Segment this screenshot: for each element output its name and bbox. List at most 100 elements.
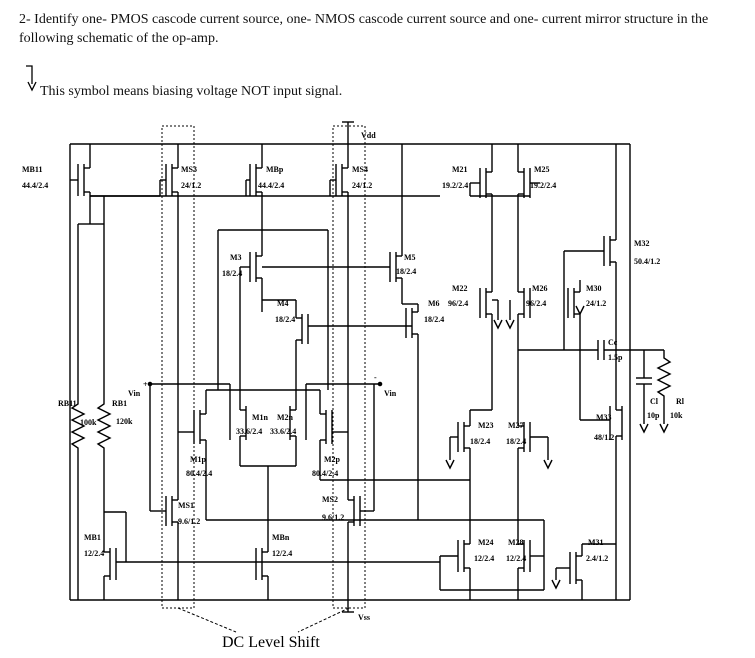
rb1-name: RB1 <box>112 399 127 408</box>
m28-size: 12/2.4 <box>506 554 526 563</box>
transistor-MS1 <box>149 384 179 600</box>
transistor-M22 <box>479 280 503 340</box>
m6-size: 18/2.4 <box>424 315 444 324</box>
transistor-M26 <box>505 280 531 340</box>
vin-plus-sign: + <box>143 380 148 389</box>
m22-size: 96/2.4 <box>448 299 468 308</box>
transistor-M28 <box>517 520 545 600</box>
m2p-size: 80.4/2.4 <box>312 469 338 478</box>
mbn-name: MBn <box>272 533 290 542</box>
m24-name: M24 <box>478 538 494 547</box>
cc-name: Cc <box>608 338 618 347</box>
m30-name: M30 <box>586 284 602 293</box>
transistor-M1n <box>229 346 247 466</box>
m28-name: M28 <box>508 538 524 547</box>
m25-size: 19.2/2.4 <box>530 181 556 190</box>
transistor-M23 <box>445 410 471 544</box>
mbn-size: 12/2.4 <box>272 549 292 558</box>
rl-name: Rl <box>676 397 685 406</box>
transistor-MBp <box>245 144 263 230</box>
transistor-M27 <box>517 340 553 544</box>
rb11-value: 100k <box>80 418 97 427</box>
m2n-name: M2n <box>277 413 294 422</box>
vin-plus-label: Vin <box>128 389 141 398</box>
vin-minus-sign: - <box>374 373 377 382</box>
dc-level-shift-label: DC Level Shift <box>222 634 320 651</box>
transistor-M5 <box>262 144 403 304</box>
m27-name: M27 <box>508 421 524 430</box>
cl-name: Cl <box>650 397 659 406</box>
transistor-MS4 <box>329 144 349 385</box>
mbp-name: MBp <box>266 165 284 174</box>
m21-size: 19.2/2.4 <box>442 181 468 190</box>
mb11-name: MB11 <box>22 165 42 174</box>
m3-size: 18/2.4 <box>222 269 242 278</box>
mb11-size: 44.4/2.4 <box>22 181 48 190</box>
rl-value: 10k <box>670 411 683 420</box>
transistor-MBn <box>255 542 269 600</box>
transistor-MS2 <box>347 384 375 600</box>
m27-size: 18/2.4 <box>506 437 526 446</box>
m2n-size: 33.6/2.4 <box>270 427 296 436</box>
m24-size: 12/2.4 <box>474 554 494 563</box>
ms2-size: 9.6/1.2 <box>322 513 344 522</box>
m22-name: M22 <box>452 284 468 293</box>
transistor-M33 <box>579 350 623 600</box>
transistor-M2n <box>289 372 307 466</box>
transistor-MS3 <box>159 144 179 390</box>
m4-name: M4 <box>277 299 289 308</box>
transistor-M31 <box>551 544 583 600</box>
ms2-name: MS2 <box>322 495 338 504</box>
m1n-size: 33.6/2.4 <box>236 427 262 436</box>
m33-size: 48/1.2 <box>594 433 614 442</box>
mb1-name: MB1 <box>84 533 101 542</box>
vin-minus-label: Vin <box>384 389 397 398</box>
transistor-M3 <box>239 230 263 346</box>
m23-name: M23 <box>478 421 494 430</box>
vdd-label: Vdd <box>361 131 376 140</box>
transistor-M30 <box>567 280 585 350</box>
legend-text: This symbol means biasing voltage NOT in… <box>40 84 343 99</box>
ms3-name: MS3 <box>181 165 197 174</box>
m1p-name: M1p <box>190 455 207 464</box>
m4-size: 18/2.4 <box>275 315 295 324</box>
rl-resistor <box>656 350 672 424</box>
transistor-M25 <box>517 144 540 280</box>
dc-level-shift-box-right <box>332 125 366 609</box>
mb1-size: 12/2.4 <box>84 549 104 558</box>
rb1-value: 120k <box>116 417 133 426</box>
ms1-size: 9.6/1.2 <box>178 517 200 526</box>
transistor-MB11 <box>70 144 160 225</box>
cc-value: 1.5p <box>608 353 623 362</box>
transistor-M24 <box>439 540 544 600</box>
question-text: 2- Identify one- PMOS cascode current so… <box>19 12 709 46</box>
ms4-size: 24/1.2 <box>352 181 372 190</box>
m31-size: 2.4/1.2 <box>586 554 608 563</box>
rb11-name: RB11 <box>58 399 77 408</box>
m31-name: M31 <box>588 538 604 547</box>
m1p-size: 80.4/2.4 <box>186 469 212 478</box>
dc-shift-pointer-left <box>177 607 237 633</box>
mbp-size: 44.4/2.4 <box>258 181 284 190</box>
ms1-name: MS1 <box>178 501 194 510</box>
rb1-resistor <box>96 224 112 512</box>
m30-size: 24/1.2 <box>586 299 606 308</box>
cl-value: 10p <box>647 411 660 420</box>
m21-name: M21 <box>452 165 468 174</box>
m2p-name: M2p <box>324 455 341 464</box>
transistor-M6 <box>402 303 419 520</box>
dc-shift-pointer-right <box>297 607 350 633</box>
rb11-resistor <box>70 224 86 600</box>
vss-label: Vss <box>358 613 370 622</box>
m32-name: M32 <box>634 239 650 248</box>
m25-name: M25 <box>534 165 550 174</box>
m5-size: 18/2.4 <box>396 267 416 276</box>
transistor-MB1 <box>103 511 440 600</box>
m1n-name: M1n <box>252 413 269 422</box>
m33-name: M33 <box>596 413 612 422</box>
m26-size: 96/2.4 <box>526 299 546 308</box>
ms4-name: MS4 <box>352 165 368 174</box>
transistor-M4 <box>295 300 412 372</box>
m32-size: 50.4/1.2 <box>634 257 660 266</box>
